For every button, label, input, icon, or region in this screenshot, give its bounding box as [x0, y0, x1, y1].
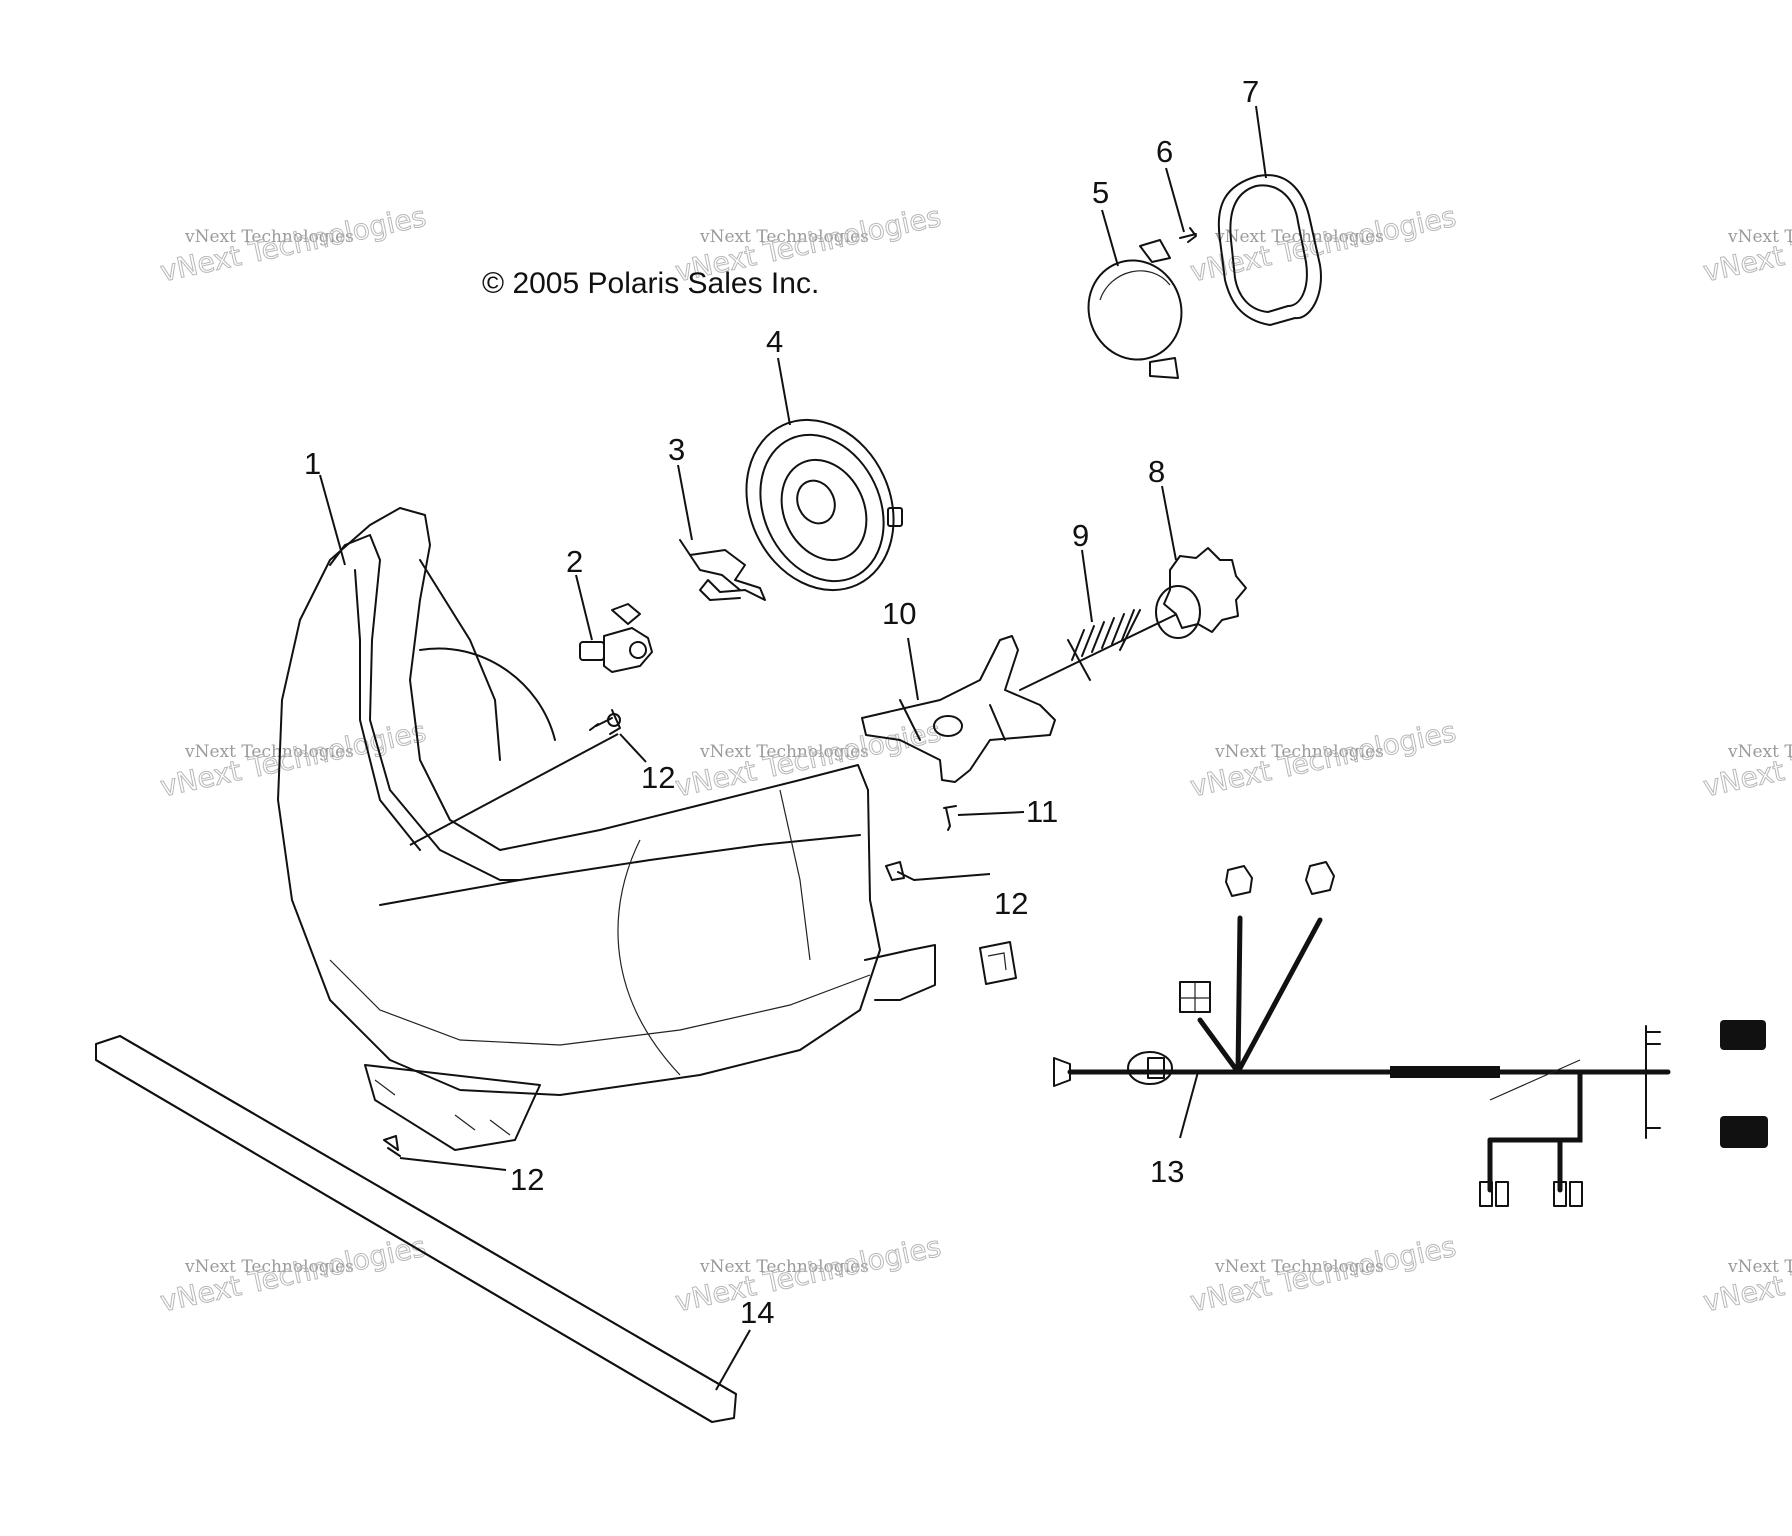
callout-11: 11	[1026, 794, 1058, 829]
watermark-line1: vNext Technologies	[1727, 1257, 1792, 1277]
watermark-line1: vNext Technologies	[699, 1257, 869, 1277]
reflector-ring-icon	[745, 418, 903, 592]
bolt-icon	[383, 1135, 401, 1157]
callout-3: 3	[668, 432, 685, 467]
copyright-notice: © 2005 Polaris Sales Inc.	[482, 267, 819, 300]
leader-lines	[319, 105, 1267, 1391]
watermark: vNext Technologies vNext Technologies	[1700, 714, 1792, 804]
callout-12: 12	[510, 1162, 544, 1197]
bolt-icon	[589, 709, 621, 735]
watermark-layer: vNext Technologies vNext Technologies vN…	[157, 199, 1792, 1319]
bulb-icon	[579, 603, 653, 673]
bolt-icon	[885, 861, 915, 881]
callout-13: 13	[1150, 1154, 1184, 1189]
headlight-housing-icon	[277, 507, 936, 1151]
watermark-line1: vNext Technologies	[1727, 742, 1792, 762]
watermark: vNext Technologies vNext Technologies	[157, 714, 430, 804]
watermark: vNext Technologies vNext Technologies	[1700, 199, 1792, 289]
watermark-line1: vNext Technologies	[184, 1257, 354, 1277]
bulb-clip-icon	[679, 539, 766, 601]
callout-2: 2	[566, 544, 583, 579]
callout-1: 1	[304, 446, 321, 481]
watermark: vNext Technologies vNext Technologies	[157, 1229, 430, 1319]
callout-6: 6	[1156, 134, 1173, 169]
callout-9: 9	[1072, 518, 1089, 553]
foam-strip-icon	[95, 1035, 737, 1423]
watermark-line1: vNext Technologies	[1727, 227, 1792, 247]
watermark-line1: vNext Technologies	[1214, 227, 1384, 247]
callout-5: 5	[1092, 175, 1109, 210]
callout-12: 12	[641, 760, 675, 795]
watermark: vNext Technologies vNext Technologies	[672, 714, 945, 804]
watermark: vNext Technologies vNext Technologies	[1700, 1229, 1792, 1319]
adjuster-knob-icon	[1155, 547, 1247, 639]
spring-icon	[1019, 609, 1176, 691]
gasket-icon	[1217, 174, 1322, 326]
watermark: vNext Technologies vNext Technologies	[1187, 714, 1460, 804]
callout-4: 4	[766, 324, 783, 359]
watermark: vNext Technologies vNext Technologies	[672, 1229, 945, 1319]
callout-12: 12	[994, 886, 1028, 921]
callout-labels: 1 2 3 4 5 6 7 8 9 10 11 12 12 12 13 14	[304, 74, 1259, 1330]
watermark-line1: vNext Technologies	[699, 742, 869, 762]
watermark: vNext Technologies vNext Technologies	[1187, 199, 1460, 289]
callout-14: 14	[740, 1295, 774, 1330]
screw-icon	[1179, 227, 1197, 243]
clip-nut-icon	[979, 941, 1017, 985]
watermark: vNext Technologies vNext Technologies	[157, 199, 430, 289]
callout-10: 10	[882, 596, 916, 631]
callout-8: 8	[1148, 454, 1165, 489]
lamp-cap-icon	[1087, 239, 1183, 379]
watermark-line1: vNext Technologies	[1214, 742, 1384, 762]
watermark-line1: vNext Technologies	[699, 227, 869, 247]
watermark-line1: vNext Technologies	[184, 742, 354, 762]
wiring-harness-icon	[1053, 861, 1768, 1207]
watermark-line1: vNext Technologies	[184, 227, 354, 247]
watermark-line1: vNext Technologies	[1214, 1257, 1384, 1277]
callout-7: 7	[1242, 74, 1259, 109]
screw-icon	[943, 805, 957, 831]
watermark: vNext Technologies vNext Technologies	[1187, 1229, 1460, 1319]
bracket-icon	[861, 635, 1056, 783]
